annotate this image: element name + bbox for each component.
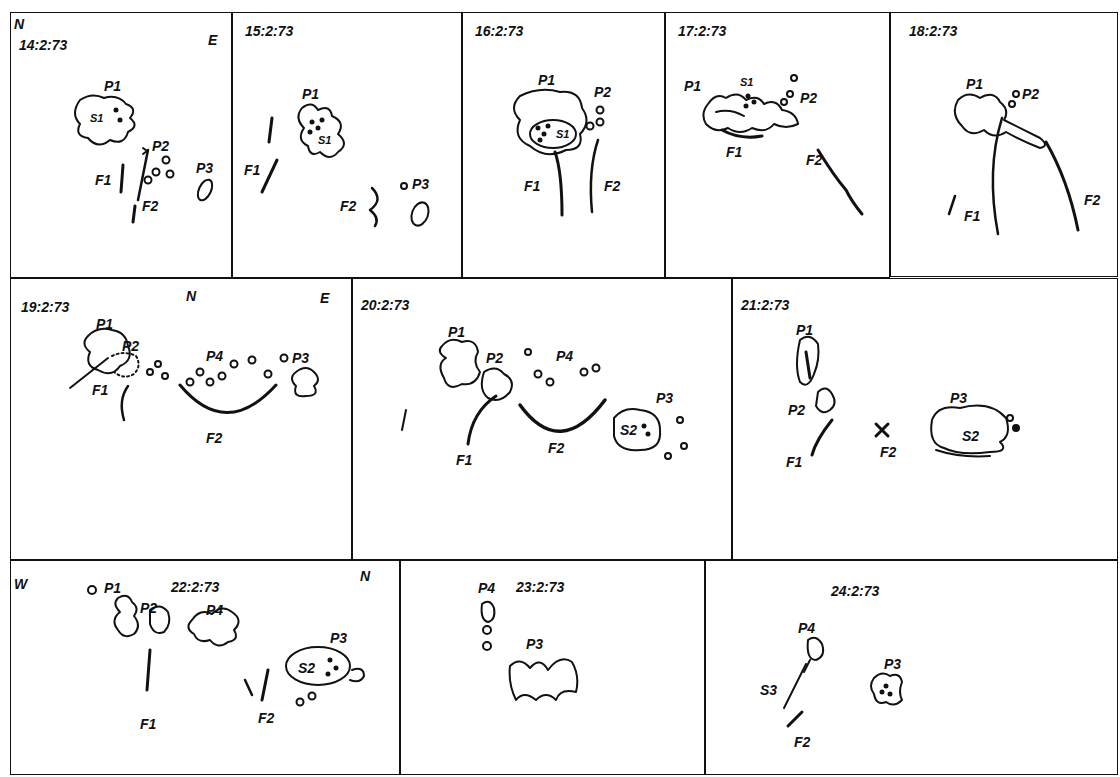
spot-label: P3	[196, 160, 213, 176]
date-label: 23:2:73	[516, 579, 564, 595]
spot-label: F2	[258, 710, 274, 726]
spot-label: P3	[656, 390, 673, 406]
date-label: 21:2:73	[741, 297, 789, 313]
date-panel: 16:2:73	[462, 12, 665, 278]
spot-label: P1	[302, 86, 319, 102]
spot-label: P3	[330, 630, 347, 646]
spot-label: P4	[206, 602, 223, 618]
spot-label: W	[14, 576, 27, 592]
date-label: 20:2:73	[361, 297, 409, 313]
spot-label: N	[14, 16, 24, 32]
spot-label: S3	[760, 682, 777, 698]
spot-label: F2	[794, 734, 810, 750]
spot-label: E	[208, 32, 217, 48]
spot-label: P3	[412, 176, 429, 192]
date-label: 14:2:73	[19, 37, 67, 53]
spot-label: F1	[786, 454, 802, 470]
spot-label: S1	[90, 112, 103, 125]
date-panel: 21:2:73	[732, 278, 1118, 560]
date-panel: 15:2:73	[232, 12, 462, 278]
date-panel: 23:2:73	[400, 560, 705, 775]
spot-label: P2	[140, 600, 157, 616]
spot-label: F1	[244, 162, 260, 178]
spot-label: P3	[292, 350, 309, 366]
spot-label: F1	[964, 208, 980, 224]
spot-label: P4	[206, 348, 223, 364]
date-panel: 19:2:73	[10, 278, 352, 560]
spot-label: N	[186, 288, 196, 304]
spot-label: S2	[620, 422, 637, 438]
spot-label: S2	[298, 660, 315, 676]
spot-label: S1	[318, 134, 331, 147]
spot-label: P1	[104, 78, 121, 94]
spot-label: P2	[486, 350, 503, 366]
spot-label: F2	[806, 152, 822, 168]
spot-label: S2	[962, 428, 979, 444]
spot-label: P3	[950, 390, 967, 406]
spot-label: P1	[538, 72, 555, 88]
spot-label: E	[320, 290, 329, 306]
spot-label: F2	[142, 198, 158, 214]
spot-label: P2	[788, 402, 805, 418]
spot-label: P1	[448, 324, 465, 340]
spot-label: F2	[604, 178, 620, 194]
date-panel: 18:2:73	[890, 12, 1118, 277]
spot-label: N	[360, 568, 370, 584]
spot-label: S1	[556, 128, 569, 141]
spot-label: F2	[1084, 192, 1100, 208]
spot-label: P1	[104, 580, 121, 596]
spot-label: P3	[526, 636, 543, 652]
spot-label: F1	[524, 178, 540, 194]
spot-label: P1	[796, 322, 813, 338]
spot-label: P1	[966, 76, 983, 92]
spot-label: P1	[96, 316, 113, 332]
spot-label: P2	[152, 138, 169, 154]
spot-label: P2	[800, 90, 817, 106]
spot-label: P4	[798, 620, 815, 636]
spot-label: F2	[206, 430, 222, 446]
spot-label: F1	[95, 172, 111, 188]
spot-label: F1	[726, 144, 742, 160]
date-panel: 22:2:73	[10, 560, 400, 775]
spot-label: P1	[684, 78, 701, 94]
date-label: 22:2:73	[171, 579, 219, 595]
spot-label: P4	[478, 580, 495, 596]
spot-label: F2	[880, 444, 896, 460]
date-label: 17:2:73	[678, 23, 726, 39]
date-panel: 24:2:73	[705, 560, 1118, 775]
date-label: 16:2:73	[475, 23, 523, 39]
date-panel: 17:2:73	[665, 12, 890, 278]
spot-label: F2	[340, 198, 356, 214]
spot-label: F1	[92, 382, 108, 398]
spot-label: P3	[884, 656, 901, 672]
spot-label: P2	[1022, 86, 1039, 102]
spot-label: P4	[556, 348, 573, 364]
date-label: 15:2:73	[245, 23, 293, 39]
spot-label: F2	[548, 440, 564, 456]
spot-label: P2	[122, 338, 139, 354]
date-panel: 14:2:73	[10, 12, 232, 278]
spot-label: F1	[456, 452, 472, 468]
spot-label: F1	[140, 716, 156, 732]
date-label: 19:2:73	[21, 299, 69, 315]
date-panel: 20:2:73	[352, 278, 732, 560]
date-label: 18:2:73	[909, 23, 957, 39]
spot-label: P2	[594, 84, 611, 100]
spot-label: S1	[740, 76, 753, 89]
date-label: 24:2:73	[831, 583, 879, 599]
